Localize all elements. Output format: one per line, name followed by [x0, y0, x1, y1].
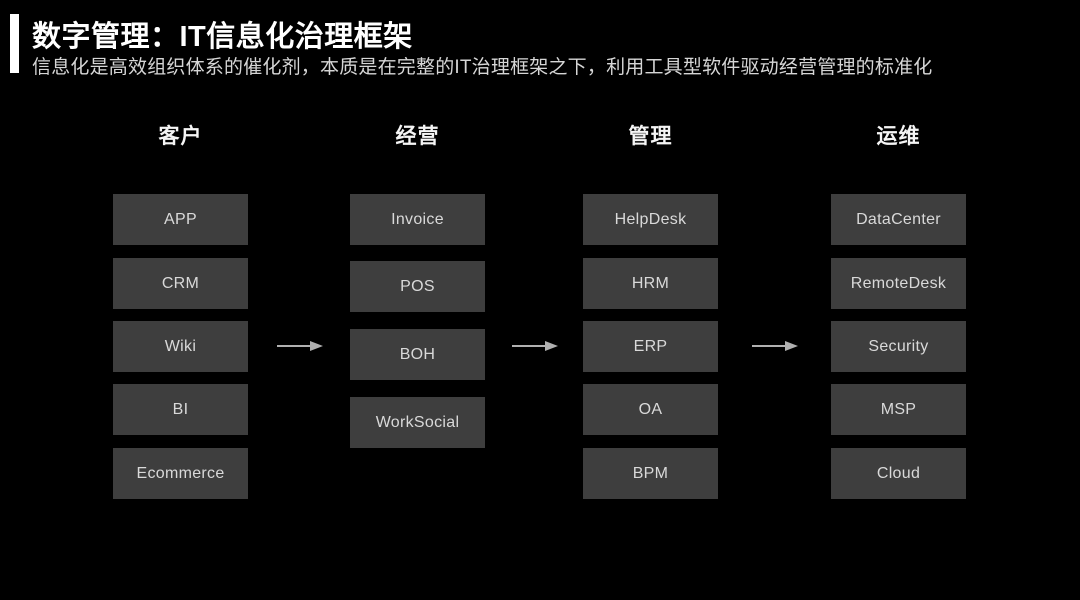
- box-worksocial: WorkSocial: [350, 397, 485, 448]
- box-wiki: Wiki: [113, 321, 248, 372]
- box-oa: OA: [583, 384, 718, 435]
- box-app: APP: [113, 194, 248, 245]
- page-title: 数字管理：IT信息化治理框架: [32, 21, 413, 53]
- arrow-right-icon: [277, 341, 323, 351]
- arrow-right-icon: [512, 341, 558, 351]
- flow-arrow-2: [512, 339, 558, 351]
- box-datacenter: DataCenter: [831, 194, 966, 245]
- page-subtitle: 信息化是高效组织体系的催化剂，本质是在完整的IT治理框架之下，利用工具型软件驱动…: [32, 57, 933, 78]
- column-management: 管理 HelpDesk HRM ERP OA BPM: [583, 0, 718, 600]
- box-bpm: BPM: [583, 448, 718, 499]
- box-helpdesk: HelpDesk: [583, 194, 718, 245]
- box-security: Security: [831, 321, 966, 372]
- column-operations: 运维 DataCenter RemoteDesk Security MSP Cl…: [831, 0, 966, 600]
- column-header-business: 经营: [395, 125, 440, 148]
- column-customer: 客户 APP CRM Wiki BI Ecommerce: [113, 0, 248, 600]
- box-remotedesk: RemoteDesk: [831, 258, 966, 309]
- box-ecommerce: Ecommerce: [113, 448, 248, 499]
- box-invoice: Invoice: [350, 194, 485, 245]
- arrow-right-icon: [752, 341, 798, 351]
- box-crm: CRM: [113, 258, 248, 309]
- column-header-customer: 客户: [158, 125, 203, 148]
- box-bi: BI: [113, 384, 248, 435]
- flow-arrow-3: [752, 339, 798, 351]
- box-msp: MSP: [831, 384, 966, 435]
- title-accent-bar: [10, 14, 19, 73]
- box-pos: POS: [350, 261, 485, 312]
- column-business: 经营 Invoice POS BOH WorkSocial: [350, 0, 485, 600]
- column-header-operations: 运维: [876, 125, 921, 148]
- box-boh: BOH: [350, 329, 485, 380]
- box-erp: ERP: [583, 321, 718, 372]
- column-header-management: 管理: [628, 125, 673, 148]
- box-cloud: Cloud: [831, 448, 966, 499]
- flow-arrow-1: [277, 339, 323, 351]
- box-hrm: HRM: [583, 258, 718, 309]
